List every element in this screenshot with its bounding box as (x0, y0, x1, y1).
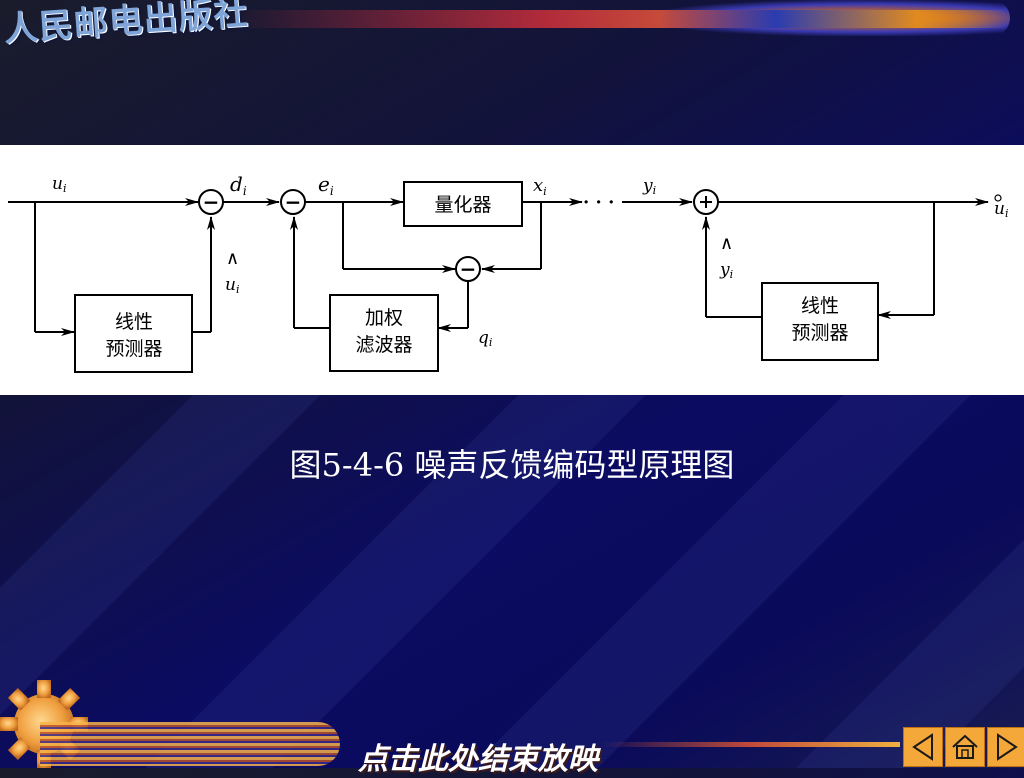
predictor-left-label-2: 预测器 (105, 338, 162, 360)
predictor-right-label-1: 线性 (801, 295, 839, 317)
filter-label-2: 滤波器 (355, 334, 412, 356)
linear-predictor-right (761, 282, 879, 361)
minus-sign-1: − (203, 190, 220, 214)
diagram-panel: − − − 线性 预测器 量化器 加权 滤波器 线性 预测器 ui di ei … (0, 145, 1024, 395)
home-button[interactable] (945, 727, 985, 767)
noise-feedback-diagram: − − − 线性 预测器 量化器 加权 滤波器 线性 预测器 ui di ei … (8, 172, 1008, 373)
hat-mark-u: ∧ (226, 248, 239, 269)
next-slide-button[interactable] (987, 727, 1024, 767)
hat-mark-y: ∧ (720, 233, 733, 254)
minus-sign-3: − (460, 257, 477, 281)
signal-u-out: ui (994, 199, 1008, 220)
signal-y-hat: yi (719, 260, 733, 281)
end-slideshow-link[interactable]: 点击此处结束放映 (358, 742, 598, 777)
weighting-filter-block (329, 294, 439, 372)
arrow-left-icon (912, 733, 933, 761)
predictor-right-label-2: 预测器 (791, 322, 848, 344)
signal-d: di (230, 172, 247, 198)
figure-caption: 图5-4-6 噪声反馈编码型原理图 (289, 446, 735, 484)
publisher-logo: 人民邮电出版社 (2, 0, 250, 50)
signal-u-hat: ui (225, 275, 239, 296)
arrow-right-icon (997, 733, 1018, 761)
quantizer-label: 量化器 (434, 194, 491, 216)
filter-label-1: 加权 (365, 307, 403, 329)
prev-slide-button[interactable] (903, 727, 943, 767)
footer-line (600, 742, 900, 747)
signal-u-in: ui (52, 174, 66, 195)
input-line (8, 198, 199, 336)
quantizer-block (403, 181, 523, 227)
footer-stripes (40, 722, 340, 766)
signal-q: qi (478, 328, 492, 349)
predictor-left-label-1: 线性 (115, 311, 153, 333)
signal-x: xi (533, 175, 547, 198)
signal-y: yi (642, 176, 656, 197)
u-out-ring-mark (994, 194, 1002, 202)
minus-sign-2: − (285, 190, 302, 214)
signal-e: ei (318, 172, 334, 198)
header-bar (230, 10, 1010, 28)
navigation-buttons (903, 727, 1024, 767)
signal-dots: · · · (583, 192, 614, 213)
home-icon (952, 734, 978, 759)
linear-predictor-left (74, 294, 193, 373)
